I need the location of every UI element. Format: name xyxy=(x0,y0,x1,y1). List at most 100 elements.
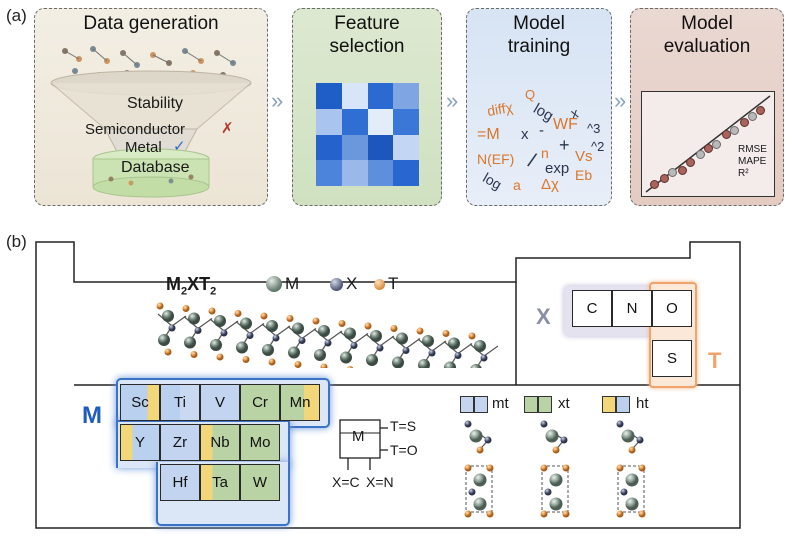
funnel-graphic xyxy=(50,46,252,198)
legend-x-label: X xyxy=(346,274,358,293)
crystal-atom-t xyxy=(346,366,354,368)
crystal-structure xyxy=(156,302,499,368)
chevron-right-icon: » xyxy=(614,88,627,113)
crystal-atom-m xyxy=(392,356,404,368)
crystal-atom-x xyxy=(402,347,410,354)
phase-atom-x xyxy=(560,436,568,444)
key-t-o: T=O xyxy=(390,442,418,458)
heatmap-cell xyxy=(393,160,419,186)
crystal-atom-x xyxy=(376,344,384,352)
crystal-atom-m xyxy=(340,351,352,364)
phase-atom-t xyxy=(562,510,570,518)
metal-label: Metal xyxy=(125,139,162,156)
element-mn: Mn xyxy=(280,384,320,421)
element-nb: Nb xyxy=(200,424,240,461)
crystal-atom-m xyxy=(184,336,196,349)
crystal-atom-t xyxy=(338,320,346,327)
crystal-atom-t xyxy=(234,310,242,317)
crystal-atom-x xyxy=(480,354,488,362)
crystal-atom-x xyxy=(350,342,358,349)
heatmap-cell xyxy=(316,160,342,186)
mt-swatch-right xyxy=(474,396,488,413)
phase-atom-t xyxy=(486,464,494,472)
data-point xyxy=(678,166,687,175)
crystal-atom-m xyxy=(266,320,278,332)
heatmap-cell xyxy=(316,134,342,161)
crystal-atom-m xyxy=(292,322,304,335)
crystal-atom-m xyxy=(262,344,274,356)
model-training-title-2: training xyxy=(507,36,571,57)
crystal-atom-m xyxy=(370,330,382,342)
crystal-atom-m xyxy=(236,341,248,354)
crystal-atom-m xyxy=(214,315,226,327)
crystal-atom-x xyxy=(454,352,462,359)
element-o: O xyxy=(652,290,692,327)
element-w: W xyxy=(240,464,280,501)
data-point xyxy=(650,180,659,189)
data-point xyxy=(740,118,749,127)
phase-atom-x xyxy=(484,436,492,444)
crystal-atom-x xyxy=(324,339,332,347)
data-point xyxy=(712,140,721,149)
metric-r2: R² xyxy=(738,168,749,179)
phase-atom-m xyxy=(473,473,487,487)
element-s: S xyxy=(652,340,692,377)
crystal-atom-x xyxy=(168,324,176,332)
phase-atom-x xyxy=(468,488,476,496)
element-zr: Zr xyxy=(160,424,200,461)
crystal-atom-t xyxy=(312,317,320,325)
xt-swatch-left xyxy=(524,396,538,413)
phase-atom-t xyxy=(552,446,560,454)
crystal-atom-t xyxy=(164,348,172,356)
crystal-atom-m xyxy=(318,325,330,337)
heatmap-cell xyxy=(367,160,394,186)
element-sc: Sc xyxy=(120,384,160,421)
heatmap-cell xyxy=(393,108,419,135)
xt-swatch-right xyxy=(538,396,552,413)
data-point xyxy=(722,130,731,139)
data-point xyxy=(660,174,669,183)
phase-atom-x xyxy=(616,420,624,428)
crystal-atom-t xyxy=(268,358,276,366)
data-point xyxy=(696,150,705,159)
ht-swatch-right xyxy=(616,396,630,413)
crystal-atom-t xyxy=(390,325,398,332)
crystal-atom-m xyxy=(470,364,482,368)
phase-atom-x xyxy=(620,488,628,496)
feature-word: exp xyxy=(545,160,570,177)
feature-word: =M xyxy=(477,126,500,143)
phase-atom-t xyxy=(638,464,646,472)
feature-word: N(EF) xyxy=(477,151,515,167)
crystal-atom-t xyxy=(468,332,476,340)
panel-b-label: (b) xyxy=(6,232,27,251)
crystal-atom-m xyxy=(422,335,434,347)
feature-word: - xyxy=(539,122,544,139)
phase-atom-t xyxy=(638,510,646,518)
phase-atom-t xyxy=(540,510,548,518)
heatmap-cell xyxy=(341,108,368,135)
metric-mape: MAPE xyxy=(738,156,767,167)
data-generation-title: Data generation xyxy=(83,13,219,34)
key-x-c: X=C xyxy=(332,474,360,490)
key-x-n: X=N xyxy=(366,474,394,490)
feature-word: a xyxy=(513,177,521,193)
phase-atom-t xyxy=(616,510,624,518)
crystal-atom-t xyxy=(416,327,424,335)
heatmap-cell xyxy=(393,83,419,109)
m-group-label: M xyxy=(82,402,102,429)
legend-t-label: T xyxy=(388,274,399,293)
phase-atom-t xyxy=(476,446,484,454)
phase-atom-x xyxy=(464,420,472,428)
phase-atom-m xyxy=(469,429,483,443)
cross-icon: ✗ xyxy=(221,120,234,137)
feature-word: + xyxy=(559,135,570,155)
data-point xyxy=(704,144,713,153)
phase-atom-m xyxy=(545,429,559,443)
feature-word: WF xyxy=(553,116,578,133)
heatmap-cell xyxy=(341,83,368,109)
heatmap-cell xyxy=(316,108,342,135)
stability-label: Stability xyxy=(127,95,184,112)
cell-key-diagram xyxy=(339,419,388,470)
x-group-label: X xyxy=(536,304,551,329)
